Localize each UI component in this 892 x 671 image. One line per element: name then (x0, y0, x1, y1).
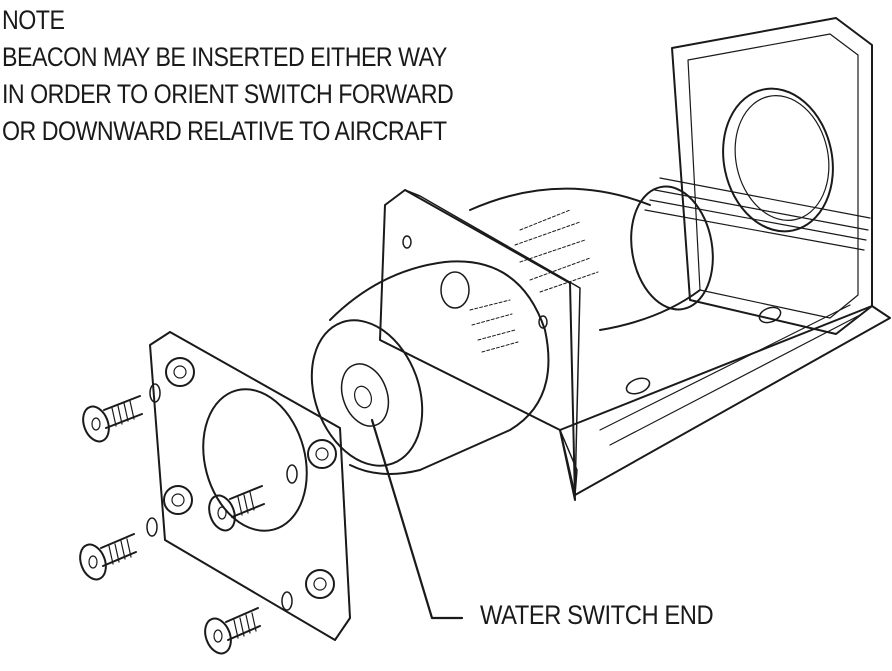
screw-bottom (204, 591, 293, 655)
note-line-3: OR DOWNWARD RELATIVE TO AIRCRAFT (2, 116, 447, 146)
note-line-1: BEACON MAY BE INSERTED EITHER WAY (2, 42, 447, 72)
water-switch-leader-line (370, 418, 464, 620)
mounting-bracket (559, 17, 891, 496)
note-line-2: IN ORDER TO ORIENT SWITCH FORWARD (2, 79, 454, 109)
front-bracket-plate (379, 189, 581, 501)
installation-note: NOTE BEACON MAY BE INSERTED EITHER WAY I… (2, 2, 454, 150)
screw-upper-left (82, 383, 161, 443)
water-switch-end-label: WATER SWITCH END (480, 600, 714, 630)
beacon-cylinder (310, 185, 714, 475)
screw-middle (208, 464, 298, 532)
face-plate (149, 331, 351, 641)
screw-lower-left (79, 517, 158, 581)
note-heading: NOTE (2, 5, 65, 35)
